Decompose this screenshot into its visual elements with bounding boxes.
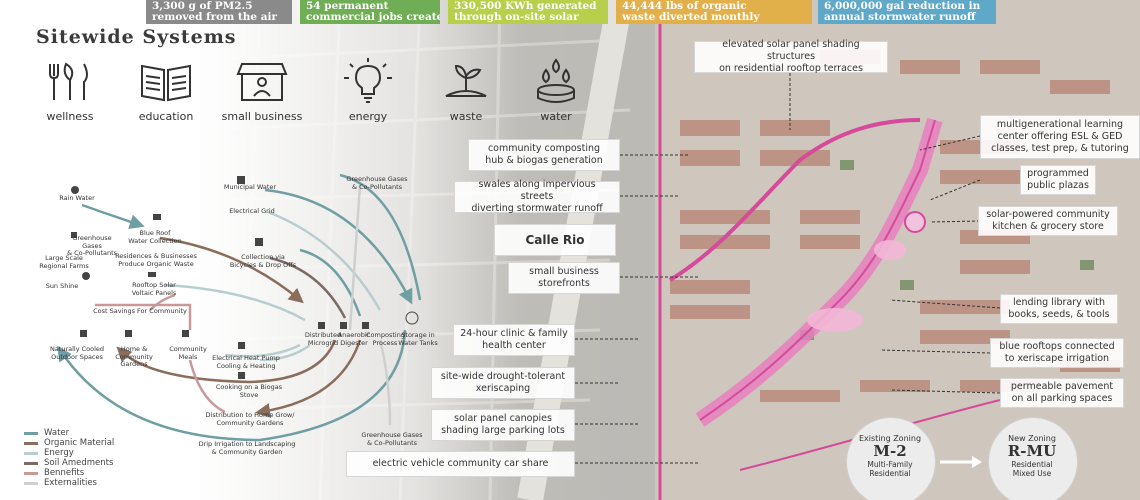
stat-stormwater-line1: 6,000,000 gal reduction in — [824, 0, 981, 12]
callout-ev-share: electric vehicle community car share — [346, 451, 575, 477]
node-drip-irrigation: Drip Irrigation to Landscaping & Communi… — [198, 440, 296, 456]
stat-pm25-line2: removed from the air — [152, 11, 278, 23]
node-anaerobic-digester: Anaerobic Digester — [337, 331, 371, 347]
stat-stormwater: 6,000,000 gal reduction in annual stormw… — [818, 0, 996, 24]
stat-solar-line1: 330,500 KWh generated — [454, 0, 597, 12]
node-cost-savings: Cost Savings For Community — [93, 307, 187, 315]
node-greenhouse-gases-bottom: Greenhouse Gases & Co-Pollutants — [361, 431, 423, 447]
node-composting-process: Composting Process — [366, 331, 405, 347]
existing-zoning-heading: Existing Zoning — [858, 434, 922, 443]
node-municipal-water: Municipal Water — [223, 183, 277, 191]
system-label-education: education — [138, 110, 194, 123]
callout-solar-canopies: solar panel canopies shading large parki… — [431, 409, 575, 441]
existing-zoning-code: M-2 — [873, 442, 907, 460]
new-zoning: New Zoning R-MU Residential Mixed Use — [988, 434, 1076, 478]
node-rooftop-solar: Rooftop Solar Voltaic Panels — [131, 281, 177, 297]
callout-xeriscaping: site-wide drought-tolerant xeriscaping — [431, 367, 575, 399]
legend-swatch-water — [24, 432, 38, 435]
sprout-icon — [438, 56, 494, 106]
system-label-water: water — [540, 110, 572, 123]
callout-swales: swales along impervious streets divertin… — [454, 179, 620, 214]
legend-label-bennefits: Bennefits — [44, 468, 85, 478]
node-heat-pump: Electrical Heat Pump Cooling & Heating — [212, 354, 280, 370]
existing-zoning-circle — [846, 417, 936, 500]
legend-bennefits: Bennefits — [24, 468, 85, 478]
stat-jobs: 54 permanent commercial jobs created — [300, 0, 440, 24]
system-label-energy: energy — [348, 110, 388, 123]
legend-organic-material: Organic Material — [24, 438, 115, 448]
node-naturally-cooled: Naturally Cooled Outdoor Spaces — [49, 345, 105, 361]
node-storage-tanks: Storage in Water Tanks — [398, 331, 438, 347]
stat-waste-line1: 44,444 lbs of organic — [622, 0, 747, 12]
node-greenhouse-gases-left: Greenhouse Gases & Co-Pollutants — [66, 234, 118, 257]
stat-pm25-line1: 3,300 g of PM2.5 — [152, 0, 253, 12]
stat-jobs-line2: commercial jobs created — [306, 11, 440, 23]
new-zoning-code: R-MU — [1007, 442, 1057, 460]
new-zoning-heading: New Zoning — [1008, 434, 1056, 443]
callout-blue-rooftops: blue rooftops connected to xeriscape irr… — [990, 338, 1124, 368]
legend-externalities: Externalities — [24, 478, 97, 488]
system-label-wellness: wellness — [46, 110, 94, 123]
legend-swatch-soil-amendments — [24, 462, 38, 465]
stat-solar-line2: through on-site solar — [454, 11, 579, 23]
legend-swatch-externalities — [24, 482, 38, 485]
stat-waste: 44,444 lbs of organic waste diverted mon… — [616, 0, 812, 24]
existing-zoning: Existing Zoning M-2 Multi-Family Residen… — [846, 434, 934, 478]
fork-leaf-icon — [42, 56, 98, 106]
water-drops-icon — [528, 56, 584, 106]
callout-plazas: programmed public plazas — [1020, 165, 1096, 195]
callout-composting-hub: community composting hub & biogas genera… — [468, 139, 620, 171]
storefront-icon — [234, 56, 290, 106]
node-greenhouse-gases-top: Greenhouse Gases & Co-Pollutants — [346, 175, 408, 191]
lightbulb-icon — [340, 56, 396, 106]
stat-waste-line2: waste diverted monthly — [622, 11, 760, 23]
system-label-waste: waste — [449, 110, 483, 123]
legend-soil-amendments: Soil Amedments — [24, 458, 114, 468]
legend-label-energy: Energy — [44, 448, 74, 458]
callout-permeable: permeable pavement on all parking spaces — [1000, 378, 1124, 408]
legend-swatch-bennefits — [24, 472, 38, 475]
legend-swatch-energy — [24, 452, 38, 455]
system-label-small-business: small business — [221, 110, 303, 123]
legend-swatch-organic-material — [24, 442, 38, 445]
node-large-scale-farms: Large Scale Regional Farms — [39, 254, 89, 270]
stat-stormwater-line2: annual stormwater runoff — [824, 11, 976, 23]
legend-label-organic-material: Organic Material — [44, 438, 115, 448]
callout-calle-rio: Calle Rio — [494, 224, 616, 256]
node-blue-roof: Blue Roof Water Collection — [128, 229, 182, 245]
callout-clinic: 24-hour clinic & family health center — [453, 324, 575, 356]
legend-energy: Energy — [24, 448, 74, 458]
open-book-icon — [138, 56, 194, 106]
legend-water: Water — [24, 428, 70, 438]
node-sun-shine: Sun Shine — [45, 282, 79, 290]
callout-elevated-solar: elevated solar panel shading structures … — [694, 39, 888, 74]
node-residences: Residences & Businesses Produce Organic … — [115, 252, 197, 268]
stat-solar: 330,500 KWh generated through on-site so… — [448, 0, 608, 24]
node-distribution: Distribution to Home Grow/ Community Gar… — [205, 411, 295, 427]
node-home-gardens: Home & Community Gardens — [115, 345, 153, 368]
stat-jobs-line1: 54 permanent — [306, 0, 389, 12]
new-zoning-desc: Residential Mixed Use — [1011, 460, 1053, 478]
node-distributed-microgrid: Distributed Microgrid — [304, 331, 342, 347]
new-zoning-circle — [988, 417, 1078, 500]
node-rain-water: Rain Water — [59, 194, 95, 202]
node-collection: Collection via Bicycles & Drop Offs — [229, 253, 297, 269]
stat-pm25: 3,300 g of PM2.5 removed from the air — [146, 0, 292, 24]
callout-kitchen: solar-powered community kitchen & grocer… — [978, 206, 1118, 236]
existing-zoning-desc: Multi-Family Residential — [867, 460, 913, 478]
legend-label-water: Water — [44, 428, 70, 438]
callout-learning-center: multigenerational learning center offeri… — [980, 115, 1140, 159]
legend-label-externalities: Externalities — [44, 478, 97, 488]
callout-library: lending library with books, seeds, & too… — [1000, 294, 1118, 324]
callout-small-business: small business storefronts — [508, 262, 620, 294]
section-title: Sitewide Systems — [36, 26, 237, 48]
legend-label-soil-amendments: Soil Amedments — [44, 458, 114, 468]
node-community-meals: Community Meals — [169, 345, 207, 361]
node-biogas-stove: Cooking on a Biogas Stove — [215, 383, 283, 399]
node-electrical-grid: Electrical Grid — [229, 207, 275, 215]
